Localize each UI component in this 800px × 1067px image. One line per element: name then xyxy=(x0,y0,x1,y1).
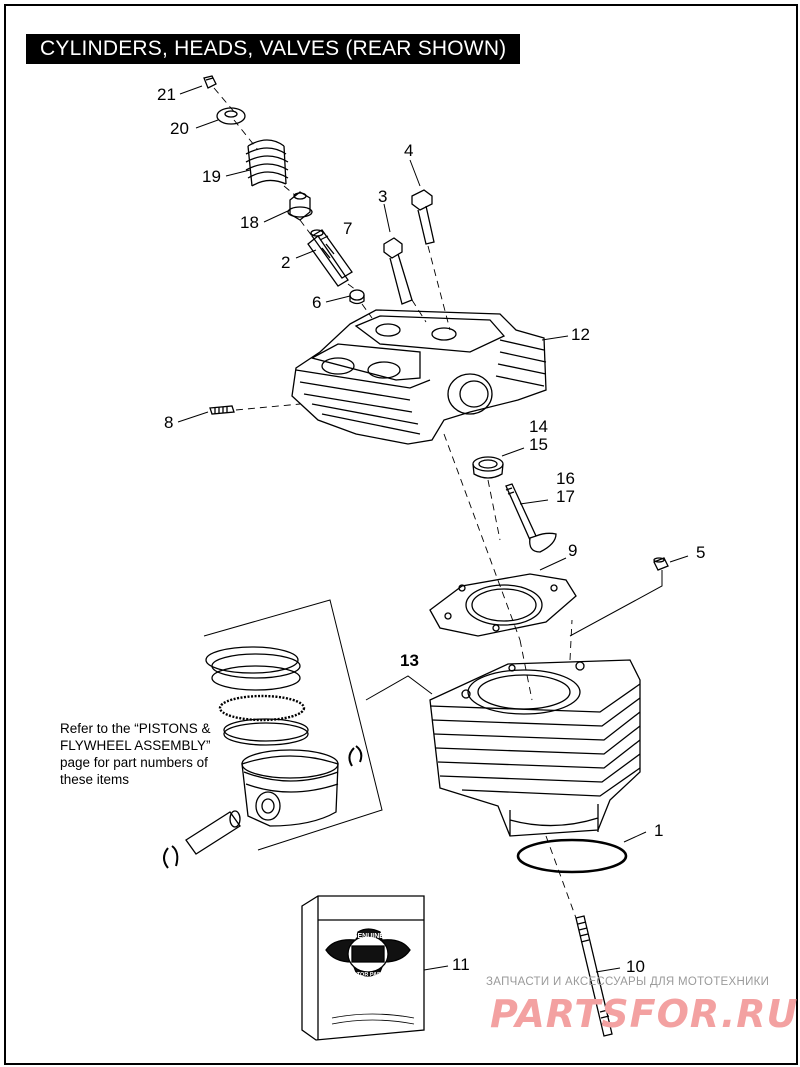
part-12-cylinder-head xyxy=(291,309,547,445)
part-5-dowel xyxy=(653,557,669,571)
callout-11: 11 xyxy=(452,955,470,974)
part-14-15-valve-seat xyxy=(472,456,504,479)
callout-20: 20 xyxy=(170,119,189,138)
part-16-17-valve xyxy=(505,483,557,553)
callout-2: 2 xyxy=(281,253,290,272)
callout-12: 12 xyxy=(571,325,590,344)
callout-8: 8 xyxy=(164,413,173,432)
part-18-valve-seal xyxy=(287,191,313,221)
part-10-cylinder-stud xyxy=(575,915,613,1037)
callout-6: 6 xyxy=(312,293,321,312)
part-13-cylinder xyxy=(429,659,641,837)
callout-14: 14 xyxy=(529,417,548,436)
callout-16: 16 xyxy=(556,469,575,488)
callout-labels: 21 20 19 18 7 2 6 4 3 12 8 14 15 16 17 9… xyxy=(157,85,705,976)
piston xyxy=(241,749,339,827)
callout-19: 19 xyxy=(202,167,221,186)
part-21-keeper xyxy=(203,75,217,89)
callout-18: 18 xyxy=(240,213,259,232)
callout-15: 15 xyxy=(529,435,548,454)
part-11-gasket-kit-box xyxy=(301,895,425,1041)
callout-4: 4 xyxy=(404,141,413,160)
callout-13: 13 xyxy=(400,651,419,670)
callout-3: 3 xyxy=(378,187,387,206)
part-9-head-gasket xyxy=(429,573,577,637)
part-1-o-ring xyxy=(516,838,628,874)
part-20-spring-collar xyxy=(216,107,246,125)
callout-1: 1 xyxy=(654,821,663,840)
wrist-pin xyxy=(185,810,241,855)
part-19-valve-springs xyxy=(245,139,289,187)
piston-rings xyxy=(205,646,309,746)
part-6-seal xyxy=(349,289,365,305)
callout-9: 9 xyxy=(568,541,577,560)
watermark-tagline: ЗАПЧАСТИ И АКСЕССУАРЫ ДЛЯ МОТОТЕХНИКИ xyxy=(486,976,770,988)
callout-21: 21 xyxy=(157,85,176,104)
callout-5: 5 xyxy=(696,543,705,562)
leader-lines xyxy=(177,85,689,973)
diagram-frame xyxy=(4,4,798,1065)
piston-group-bracket xyxy=(203,599,433,851)
badge-genuine: GENUINE xyxy=(352,933,384,940)
alignment-lines xyxy=(213,87,577,919)
callout-17: 17 xyxy=(556,487,575,506)
part-4-head-bolt xyxy=(411,189,435,245)
badge-motor-parts: MOTOR PARTS xyxy=(348,972,388,978)
callout-7: 7 xyxy=(343,219,352,238)
genuine-parts-badge: GENUINE MOTOR PARTS xyxy=(348,933,388,978)
part-2-7-valve-guide xyxy=(307,229,353,287)
reference-note: Refer to the “PISTONS & FLYWHEEL ASSEMBL… xyxy=(60,721,211,787)
dowel-pointer-line xyxy=(569,570,663,637)
part-8-stud xyxy=(209,405,235,415)
watermark-logo: PARTSFOR.RU xyxy=(490,992,799,1036)
page-title: CYLINDERS, HEADS, VALVES (REAR SHOWN) xyxy=(26,34,521,64)
part-3-head-bolt xyxy=(383,237,413,305)
callout-10: 10 xyxy=(626,957,645,976)
piston-pin-clips xyxy=(163,745,363,869)
